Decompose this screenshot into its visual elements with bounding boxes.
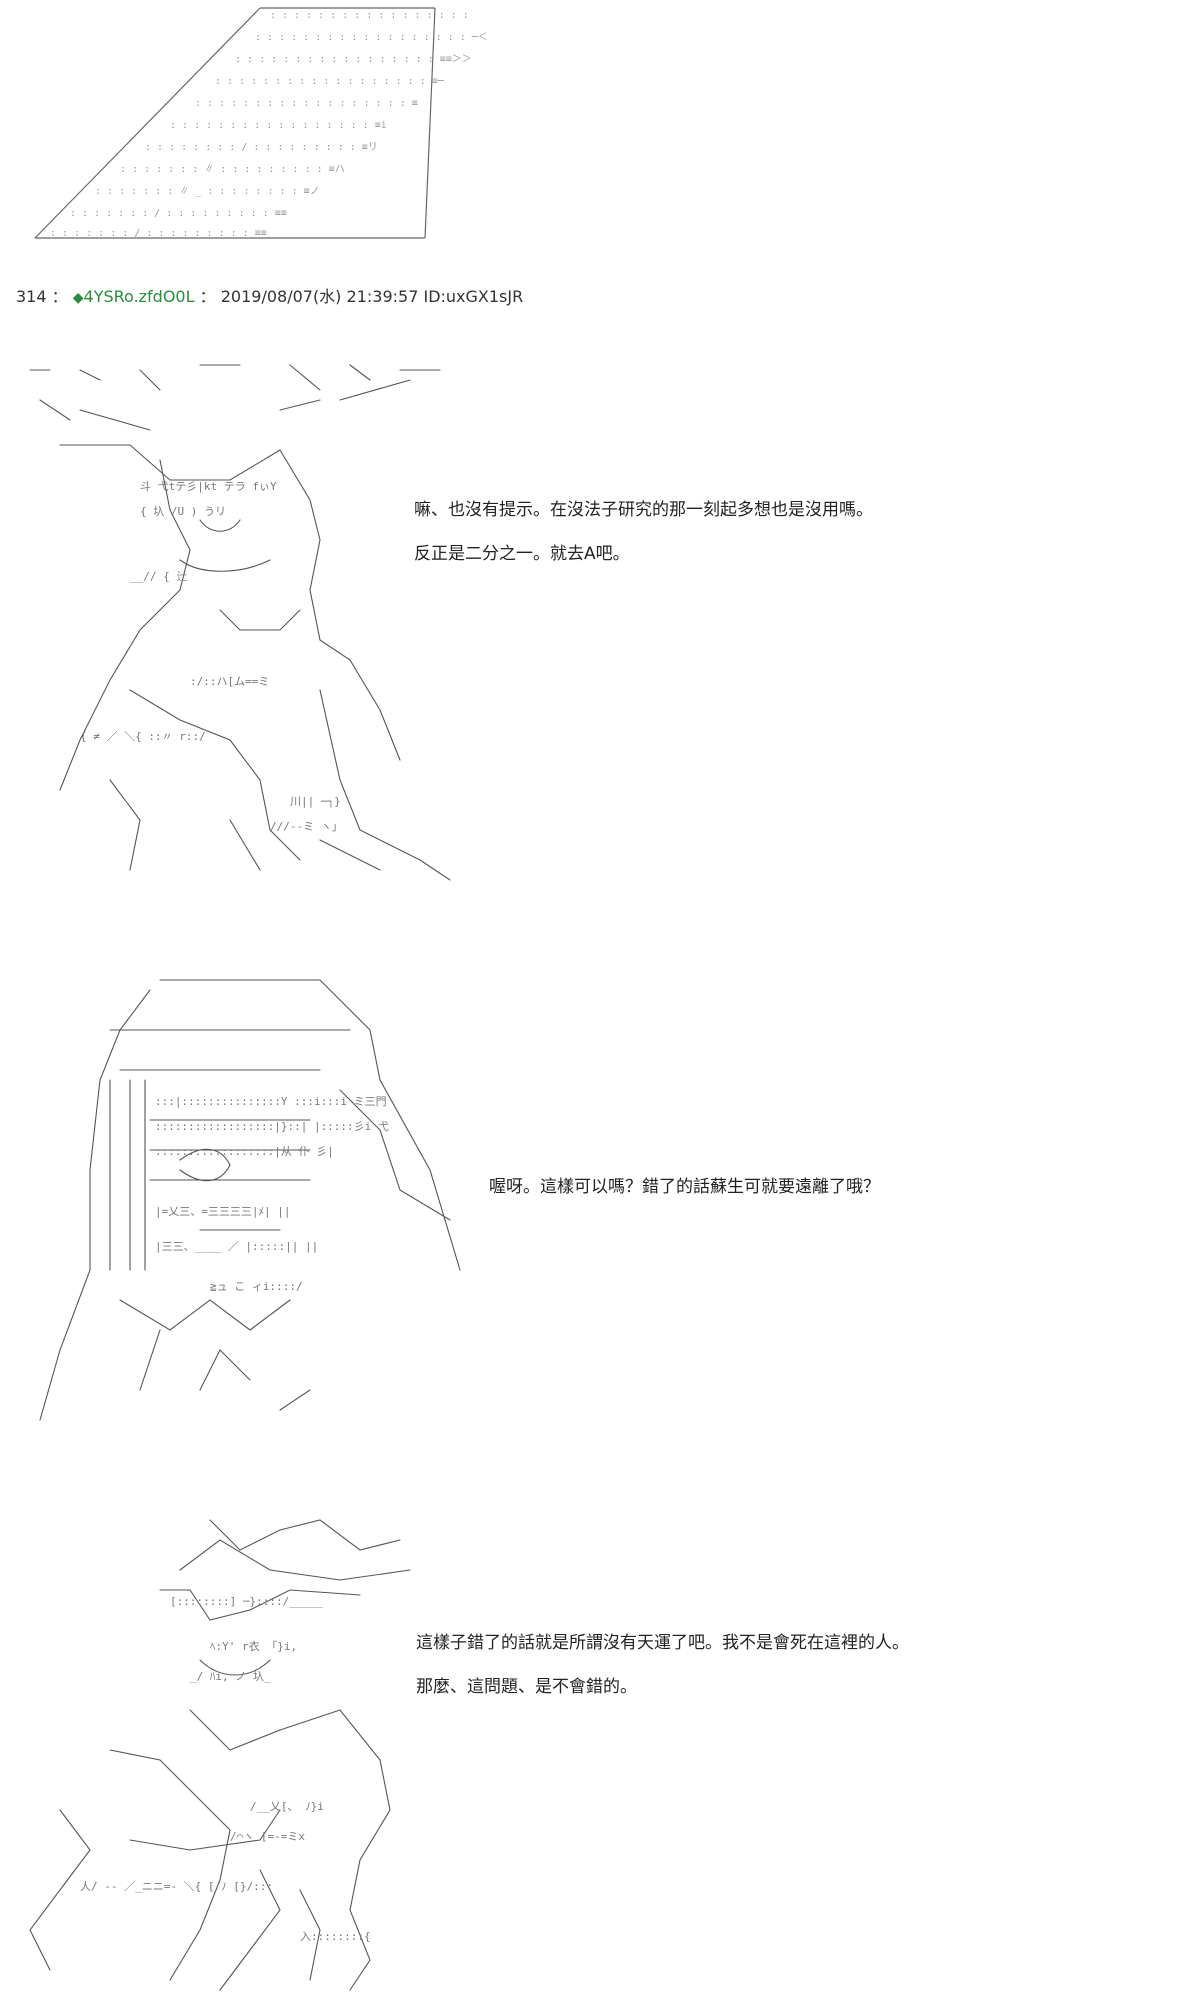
svg-text:斗 弋tテ彡|kt テラ fぃY: 斗 弋tテ彡|kt テラ fぃY: [140, 480, 277, 493]
svg-text:入::::::::{: 入::::::::{: [300, 1930, 371, 1943]
dialog-line: 這樣子錯了的話就是所謂沒有天運了吧。我不是會死在這裡的人。: [416, 1633, 909, 1653]
dialog-block-1: 嘛、也沒有提示。在沒法子研究的那一刻起多想也是沒用嗎。 反正是二分之一。就去A吧…: [414, 496, 873, 584]
svg-text:/⌒ヽ [=-=ミx: /⌒ヽ [=-=ミx: [230, 1830, 305, 1843]
svg-text:: : : : : : : ∥ _ : : : : : :: : : : : : : : ∥ _ : : : : : : : : ≡ノ: [95, 186, 320, 197]
svg-text:: : : : : : : : : : : : : : :: : : : : : : : : : : : : : : : : : : ─＜: [255, 32, 488, 43]
ascii-art-figure-3: [::::::::] ─}::::/_____ ﾍ:Y' r衣 「}i, _/ …: [20, 1510, 440, 2000]
svg-text:ﾍ:Y' r衣 「}i,: ﾍ:Y' r衣 「}i,: [210, 1639, 297, 1653]
post-header: 314 ： ◆4YSRo.zfdO0L ： 2019/08/07(水) 21:3…: [16, 283, 523, 307]
svg-text:: : : : : : : : : : : : : : :: : : : : : : : : : : : : : : : : : ≡i: [170, 120, 387, 131]
svg-text:川|| ─┐}: 川|| ─┐}: [290, 795, 341, 808]
post-datetime: 2019/08/07(水) 21:39:57: [220, 287, 419, 306]
svg-text:/__乂[、 ﾉ}i: /__乂[、 ﾉ}i: [250, 1800, 324, 1813]
post-trip[interactable]: 4YSRo.zfdO0L: [83, 287, 195, 306]
dialog-block-2: 喔呀。這樣可以嗎？錯了的話蘇生可就要遠離了哦？: [489, 1173, 880, 1217]
svg-text:{ 圦 /U ) うリ: { 圦 /U ) うリ: [140, 505, 226, 518]
post-number: 314: [16, 287, 47, 306]
svg-text:[::::::::] ─}::::/_____: [::::::::] ─}::::/_____: [170, 1595, 323, 1608]
svg-text:: : : : : : : : : : : : : : :: : : : : : : : : : : : : : : : : : : ≡: [195, 98, 418, 109]
svg-text:::::::::::::::::::|}::| |:::::: ::::::::::::::::::|}::| |:::::彡i 弋: [155, 1120, 389, 1133]
svg-text:: : : : : : : : : : : : : : :: : : : : : : : : : : : : : : : : : : ≡─: [215, 76, 445, 87]
svg-text:///--ミ ヽ」: ///--ミ ヽ」: [270, 820, 343, 833]
dialog-line: 喔呀。這樣可以嗎？錯了的話蘇生可就要遠離了哦？: [489, 1177, 880, 1197]
dialog-line: 那麼、這問題、是不會錯的。: [416, 1677, 637, 1697]
ascii-art-figure-1: 斗 弋tテ彡|kt テラ fぃY { 圦 /U ) うリ __// { 辷 :/…: [20, 360, 460, 900]
svg-text:: : : : : : : / : : : : : : :: : : : : : : : / : : : : : : : : : ≡≡: [70, 208, 287, 219]
svg-text:: : : : : : : : : : : : : : :: : : : : : : : : : : : : : : : : : ≡≡＞＞: [235, 54, 472, 65]
svg-text:|=乂三、=三三三三|ﾒ| ||: |=乂三、=三三三三|ﾒ| ||: [155, 1205, 290, 1218]
svg-text::::|:::::::::::::::Y :::i:::i: :::|:::::::::::::::Y :::i:::i ミ三門: [155, 1095, 387, 1108]
ascii-art-wedge: : : : : : : : : : : : : : : : : : : : : …: [20, 0, 490, 250]
post-separator: ：: [51, 287, 68, 306]
svg-text:人/ ‐‐ ／_ニニ=- ＼{ [ ﾉ [}/:::: 人/ ‐‐ ／_ニニ=- ＼{ [ ﾉ [}/:::: [80, 1880, 273, 1893]
diamond-icon: ◆: [72, 290, 84, 306]
post-separator-2: ：: [199, 287, 216, 306]
svg-text:: : : : : : : / : : : : : : :: : : : : : : : / : : : : : : : : : ≡≡: [50, 228, 267, 239]
dialog-block-3: 這樣子錯了的話就是所謂沒有天運了吧。我不是會死在這裡的人。 那麼、這問題、是不會…: [416, 1629, 909, 1717]
ascii-art-figure-2: :::|:::::::::::::::Y :::i:::i ミ三門 ::::::…: [20, 970, 470, 1440]
svg-text:≧ュ こ ィi::::/: ≧ュ こ ィi::::/: [210, 1280, 303, 1293]
svg-text::/::ハ[ム==ミ: :/::ハ[ム==ミ: [190, 675, 269, 688]
dialog-line: 嘛、也沒有提示。在沒法子研究的那一刻起多想也是沒用嗎。: [414, 500, 873, 520]
svg-text:: : : : : : : : / : : : : : :: : : : : : : : : / : : : : : : : : : ≡リ: [145, 142, 378, 153]
svg-text:__// { 辷: __// { 辷: [130, 570, 187, 583]
svg-text:: : : : : : : ∥ : : : : : : :: : : : : : : : ∥ : : : : : : : : : ≡ハ: [120, 164, 345, 175]
svg-text:: : : : : : : : : : : : : : :: : : : : : : : : : : : : : : : : :: [270, 10, 469, 21]
svg-text:_/ ﾊi, ノ 圦_: _/ ﾊi, ノ 圦_: [190, 1670, 271, 1683]
svg-text:::::::::::::::::::|从 仆 彡|: ::::::::::::::::::|从 仆 彡|: [155, 1145, 334, 1158]
svg-text:{ ≠ ／ ＼{ ::〃 r::/: { ≠ ／ ＼{ ::〃 r::/: [80, 730, 206, 743]
dialog-line: 反正是二分之一。就去A吧。: [414, 544, 630, 564]
post-id: ID:uxGX1sJR: [423, 287, 524, 306]
svg-text:|三三、____ ／ |:::::|| ||: |三三、____ ／ |:::::|| ||: [155, 1240, 318, 1253]
